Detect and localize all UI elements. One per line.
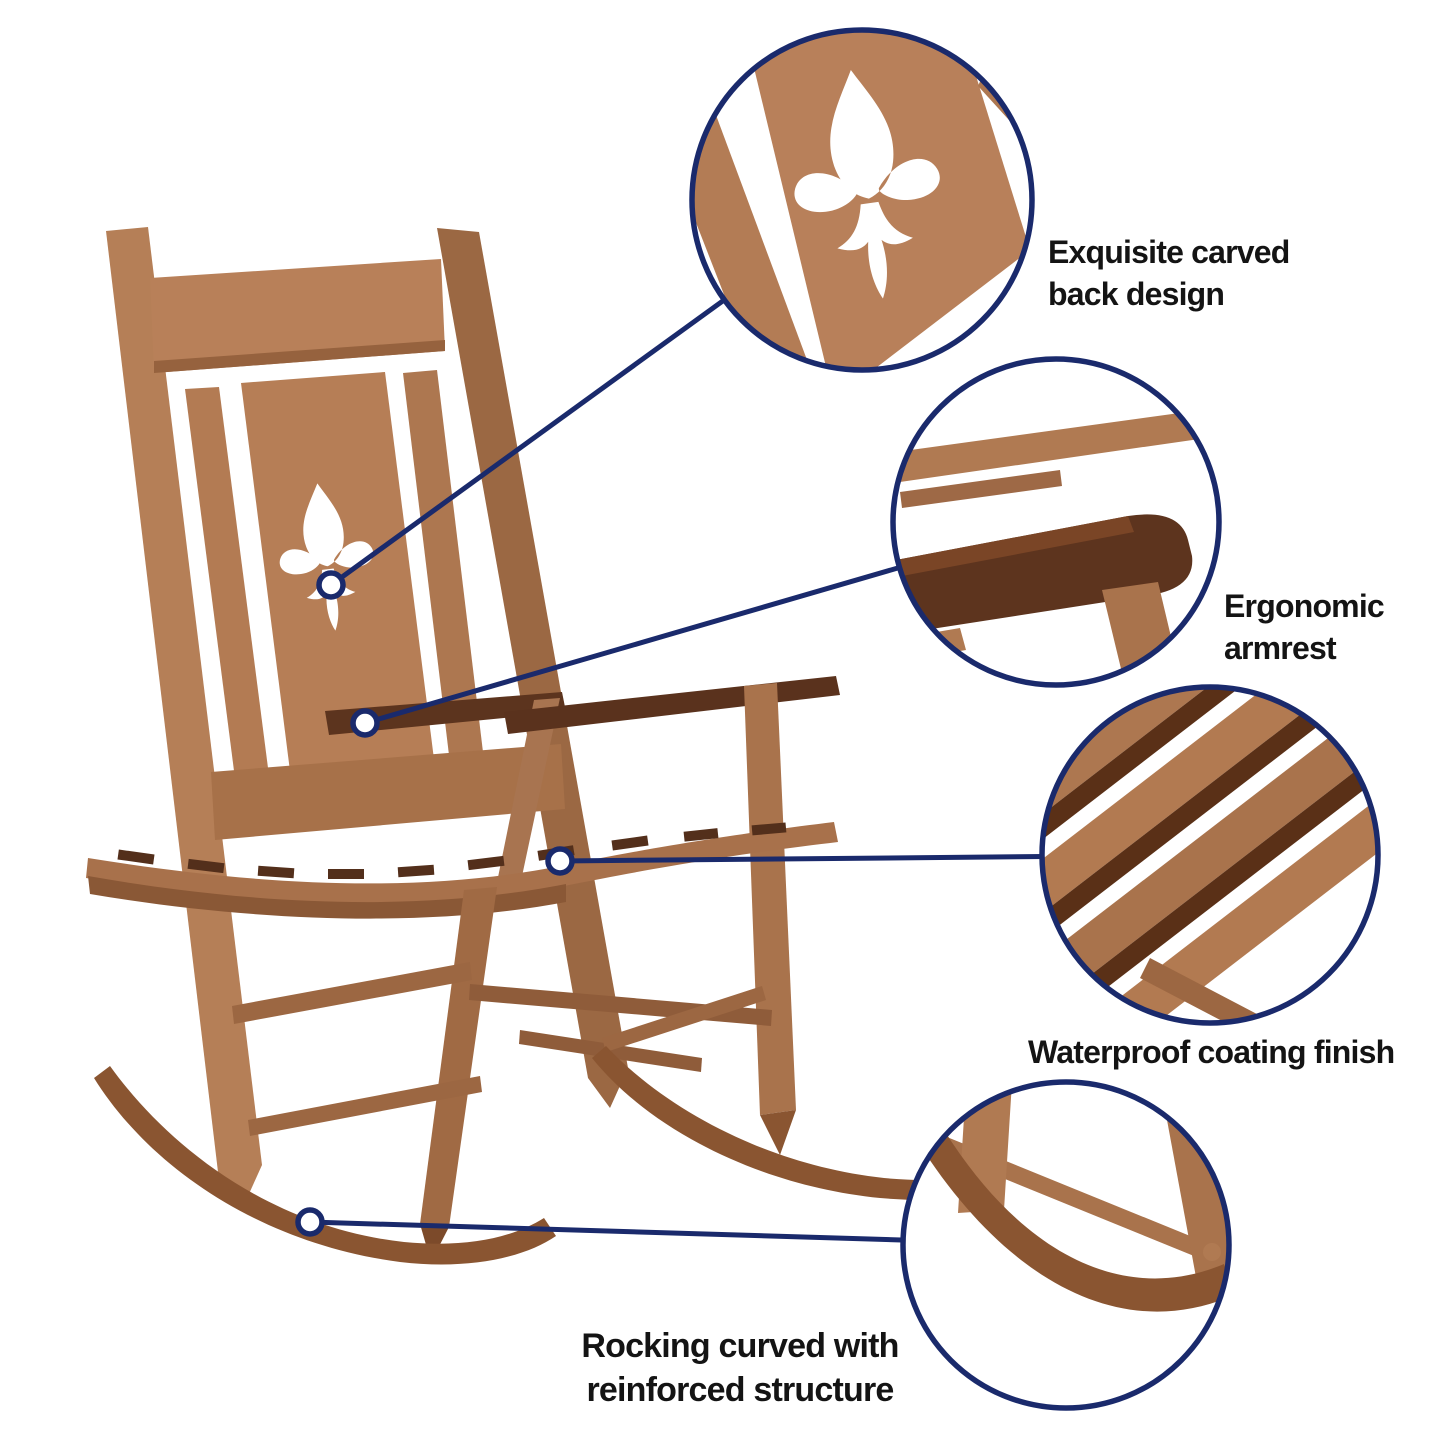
chair-front-left-leg [420, 887, 497, 1227]
connector-dot-coating [545, 846, 575, 876]
callout-circle-carved-back [689, 27, 1035, 373]
label-armrest-line1: Ergonomic [1224, 588, 1385, 624]
chair-rear-right-post [437, 228, 628, 1108]
chair-back-slat-right [403, 370, 486, 780]
chair-top-rail [150, 259, 445, 373]
label-coating-line1: Waterproof coating finish [1028, 1034, 1395, 1070]
rocking-chair-photo [86, 227, 1052, 1265]
label-carved-back-line1: Exquisite carved [1048, 234, 1290, 270]
chair-rear-left-post [106, 227, 262, 1205]
chair-lower-back-rail [211, 744, 565, 840]
chair-left-rocker [94, 1066, 556, 1265]
label-rocker-line1: Rocking curved with [581, 1327, 899, 1365]
callout-circle-armrest [890, 356, 1222, 688]
chair-left-armrest [325, 692, 566, 735]
label-carved-back-line2: back design [1048, 275, 1225, 312]
label-rocker: Rocking curved with reinforced structure [540, 1324, 940, 1412]
chair-seat [86, 822, 838, 904]
label-rocker-line2: reinforced structure [586, 1371, 894, 1410]
label-armrest-line2: armrest [1224, 629, 1337, 666]
label-armrest: Ergonomic armrest [1224, 586, 1385, 669]
chair-stretcher [232, 962, 472, 1024]
connector-dot-rocker [295, 1207, 325, 1237]
label-carved-back: Exquisite carved back design [1048, 232, 1290, 315]
callout-circle-rocker [900, 1079, 1232, 1411]
chair-back-slat-left [185, 387, 272, 802]
connector-dot-carved-back [316, 570, 346, 600]
label-coating: Waterproof coating finish [1028, 1032, 1395, 1074]
connector-dot-armrest [350, 708, 380, 738]
